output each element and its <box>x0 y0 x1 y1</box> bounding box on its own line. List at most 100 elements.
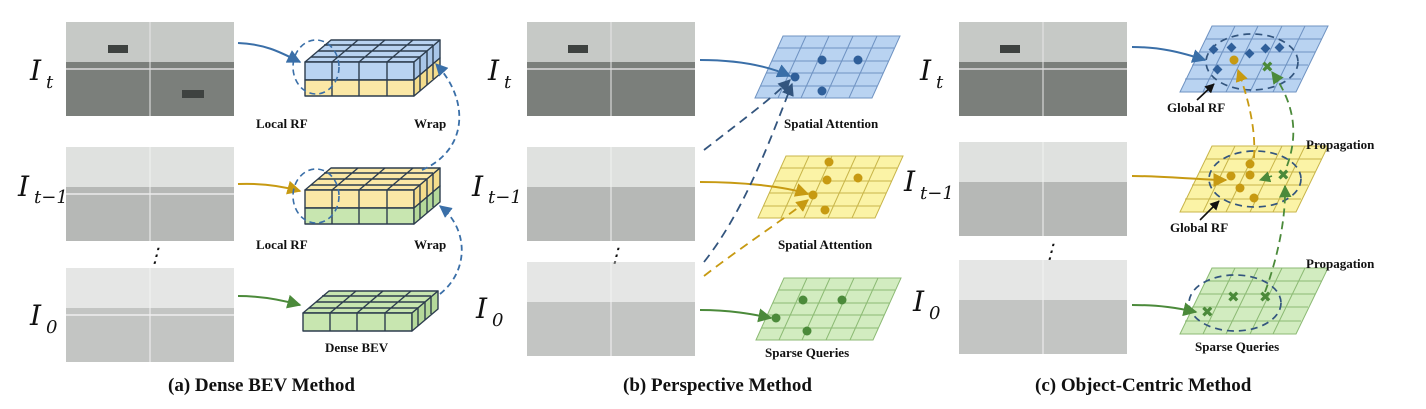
camera-image-bottom <box>66 268 234 362</box>
arrow-mid <box>1131 172 1228 187</box>
propagation-arrow-bottom-local <box>1258 171 1273 183</box>
global-rf-label-top: Global RF <box>1167 100 1225 115</box>
arrow-bottom <box>699 308 773 323</box>
global-rf-ellipse-top <box>1205 33 1299 91</box>
local-rf-circle-mid <box>292 168 340 224</box>
propagation-arrow-mid-to-top-orange <box>1235 68 1256 159</box>
bev-volume-bottom <box>302 290 439 332</box>
camera-image-bottom <box>527 262 695 356</box>
wrap-label-top: Wrap <box>414 116 446 131</box>
panel-dense-bev: I t I t−1 ⋮ I 0 <box>17 22 463 396</box>
svg-text:I: I <box>919 54 932 87</box>
object-queries-mid: ✖ <box>1226 159 1290 203</box>
caption-c: (c) Object-Centric Method <box>1035 375 1252 396</box>
frame-label-bottom: I 0 <box>29 299 57 338</box>
svg-text:0: 0 <box>492 310 503 331</box>
local-rf-label-top: Local RF <box>256 116 308 131</box>
svg-text:I: I <box>903 165 916 198</box>
svg-text:I: I <box>29 54 42 87</box>
wrap-arrow-lower <box>439 205 463 295</box>
ellipsis: ⋮ <box>1040 239 1060 263</box>
global-rf-ellipse-bottom <box>1188 274 1282 332</box>
dense-bev-label: Dense BEV <box>325 340 389 355</box>
caption-b: (b) Perspective Method <box>623 375 812 396</box>
svg-text:t: t <box>504 72 512 93</box>
frame-label-top: I t <box>29 54 54 93</box>
global-rf-ellipse-mid <box>1208 150 1302 208</box>
frame-label-top: I t <box>487 54 512 93</box>
local-rf-label-mid: Local RF <box>256 237 308 252</box>
wrap-label-mid: Wrap <box>414 237 446 252</box>
attention-arrow-bottom-to-mid <box>703 199 809 277</box>
caption-a: (a) Dense BEV Method <box>168 375 355 396</box>
bev-volume-top <box>304 39 441 97</box>
svg-text:I: I <box>912 285 925 318</box>
svg-text:t−1: t−1 <box>920 183 954 204</box>
frame-label-mid: I t−1 <box>903 165 954 204</box>
arrow-top <box>237 42 302 63</box>
camera-image-top <box>66 22 234 116</box>
global-rf-pointer-mid <box>1199 200 1220 221</box>
frame-label-top: I t <box>919 54 944 93</box>
ellipsis: ⋮ <box>605 243 625 267</box>
svg-text:0: 0 <box>929 303 940 324</box>
svg-text:✖: ✖ <box>1259 288 1272 306</box>
bev-volume-mid <box>304 167 441 225</box>
svg-text:I: I <box>29 299 42 332</box>
global-rf-label-mid: Global RF <box>1170 220 1228 235</box>
frame-label-bottom: I 0 <box>912 285 940 324</box>
query-points-top <box>790 55 863 96</box>
spatial-attention-label-mid: Spatial Attention <box>778 237 873 252</box>
wrap-arrow-upper <box>421 63 461 171</box>
local-rf-circle-top <box>292 39 340 95</box>
attention-arrow-mid-to-top <box>703 79 791 151</box>
svg-text:0: 0 <box>46 317 57 338</box>
panel-object-centric: I t I t−1 ⋮ I 0 <box>903 22 1375 396</box>
svg-text:I: I <box>487 54 500 87</box>
camera-image-mid <box>959 142 1127 236</box>
bev-grid-bottom <box>1179 267 1329 335</box>
global-rf-pointer-top <box>1196 83 1215 101</box>
arrow-bottom <box>1131 302 1198 317</box>
arrow-mid <box>237 180 302 195</box>
camera-image-mid <box>66 147 234 241</box>
propagation-label-bottom: Propagation <box>1306 256 1375 271</box>
camera-image-top <box>959 22 1127 116</box>
frame-label-mid: I t−1 <box>471 170 522 208</box>
svg-text:t−1: t−1 <box>488 187 522 208</box>
ellipsis: ⋮ <box>145 243 165 267</box>
bev-grid-top <box>754 35 901 99</box>
propagation-label-top: Propagation <box>1306 137 1375 152</box>
svg-text:I: I <box>475 292 488 325</box>
svg-text:t: t <box>46 72 54 93</box>
svg-text:✖: ✖ <box>1227 288 1240 306</box>
object-queries-top: ✖ <box>1208 42 1285 76</box>
panel-perspective: I t I t−1 ⋮ I 0 <box>471 22 904 396</box>
svg-text:t: t <box>936 72 944 93</box>
svg-text:✖: ✖ <box>1261 58 1274 76</box>
arrow-top <box>1131 46 1207 63</box>
frame-label-mid: I t−1 <box>17 170 68 208</box>
arrow-mid <box>699 181 810 197</box>
arrow-bottom <box>237 294 302 309</box>
bev-grid-bottom <box>755 277 902 341</box>
camera-image-bottom <box>959 260 1127 354</box>
svg-text:I: I <box>471 170 484 203</box>
sparse-queries-label: Sparse Queries <box>1195 339 1279 354</box>
camera-image-top <box>527 22 695 116</box>
camera-image-mid <box>527 147 695 241</box>
query-points-mid <box>808 157 863 215</box>
arrow-top <box>699 59 792 78</box>
svg-text:I: I <box>17 170 30 203</box>
frame-label-bottom: I 0 <box>475 292 503 331</box>
svg-text:t−1: t−1 <box>34 187 68 208</box>
query-points-bottom <box>771 295 847 336</box>
svg-text:✖: ✖ <box>1201 303 1214 321</box>
spatial-attention-label-top: Spatial Attention <box>784 116 879 131</box>
svg-text:✖: ✖ <box>1277 166 1290 184</box>
propagation-arrow-bottom-to-mid <box>1264 184 1292 293</box>
object-queries-bottom: ✖ ✖ ✖ <box>1201 288 1272 321</box>
bev-grid-top <box>1179 25 1329 93</box>
bev-grid-mid <box>757 155 904 219</box>
sparse-queries-label: Sparse Queries <box>765 345 849 360</box>
